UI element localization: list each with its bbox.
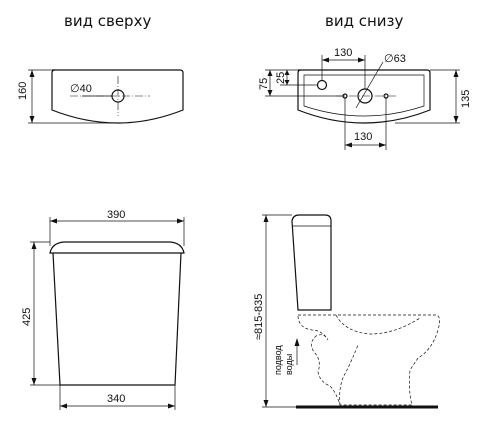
front-top-width: 390 bbox=[107, 209, 125, 221]
bottom-offset-75: 75 bbox=[258, 78, 270, 90]
inlet-hole bbox=[316, 79, 328, 91]
front-view: 390 425 340 bbox=[21, 209, 185, 410]
tank-body bbox=[52, 252, 182, 386]
bottom-top-spacing: 130 bbox=[334, 47, 352, 59]
bottom-depth-label: 135 bbox=[460, 90, 472, 108]
side-view: ≈815-835 подвод воды bbox=[253, 214, 440, 409]
water-supply-label-line2: воды bbox=[284, 354, 294, 375]
top-view-title: вид сверху bbox=[64, 12, 151, 30]
bottom-bottom-spacing: 130 bbox=[354, 131, 372, 143]
toilet-bowl-outline bbox=[297, 314, 440, 406]
side-tank bbox=[291, 214, 332, 311]
top-depth-label: 160 bbox=[17, 82, 29, 100]
front-height-label: 425 bbox=[21, 308, 33, 326]
bottom-hole-diameter: ∅63 bbox=[384, 53, 406, 65]
side-height-label: ≈815-835 bbox=[253, 294, 265, 340]
bottom-view-title: вид снизу bbox=[325, 12, 404, 30]
tank-lid bbox=[49, 241, 185, 254]
bottom-offset-25: 25 bbox=[275, 72, 287, 84]
top-hole-diameter: ∅40 bbox=[70, 83, 92, 95]
water-supply-label-line1: подвод bbox=[273, 345, 283, 375]
front-bottom-width: 340 bbox=[107, 393, 125, 405]
bottom-view: ∅63 130 75 25 135 130 bbox=[258, 47, 472, 150]
top-view: ∅40 160 bbox=[17, 69, 184, 124]
